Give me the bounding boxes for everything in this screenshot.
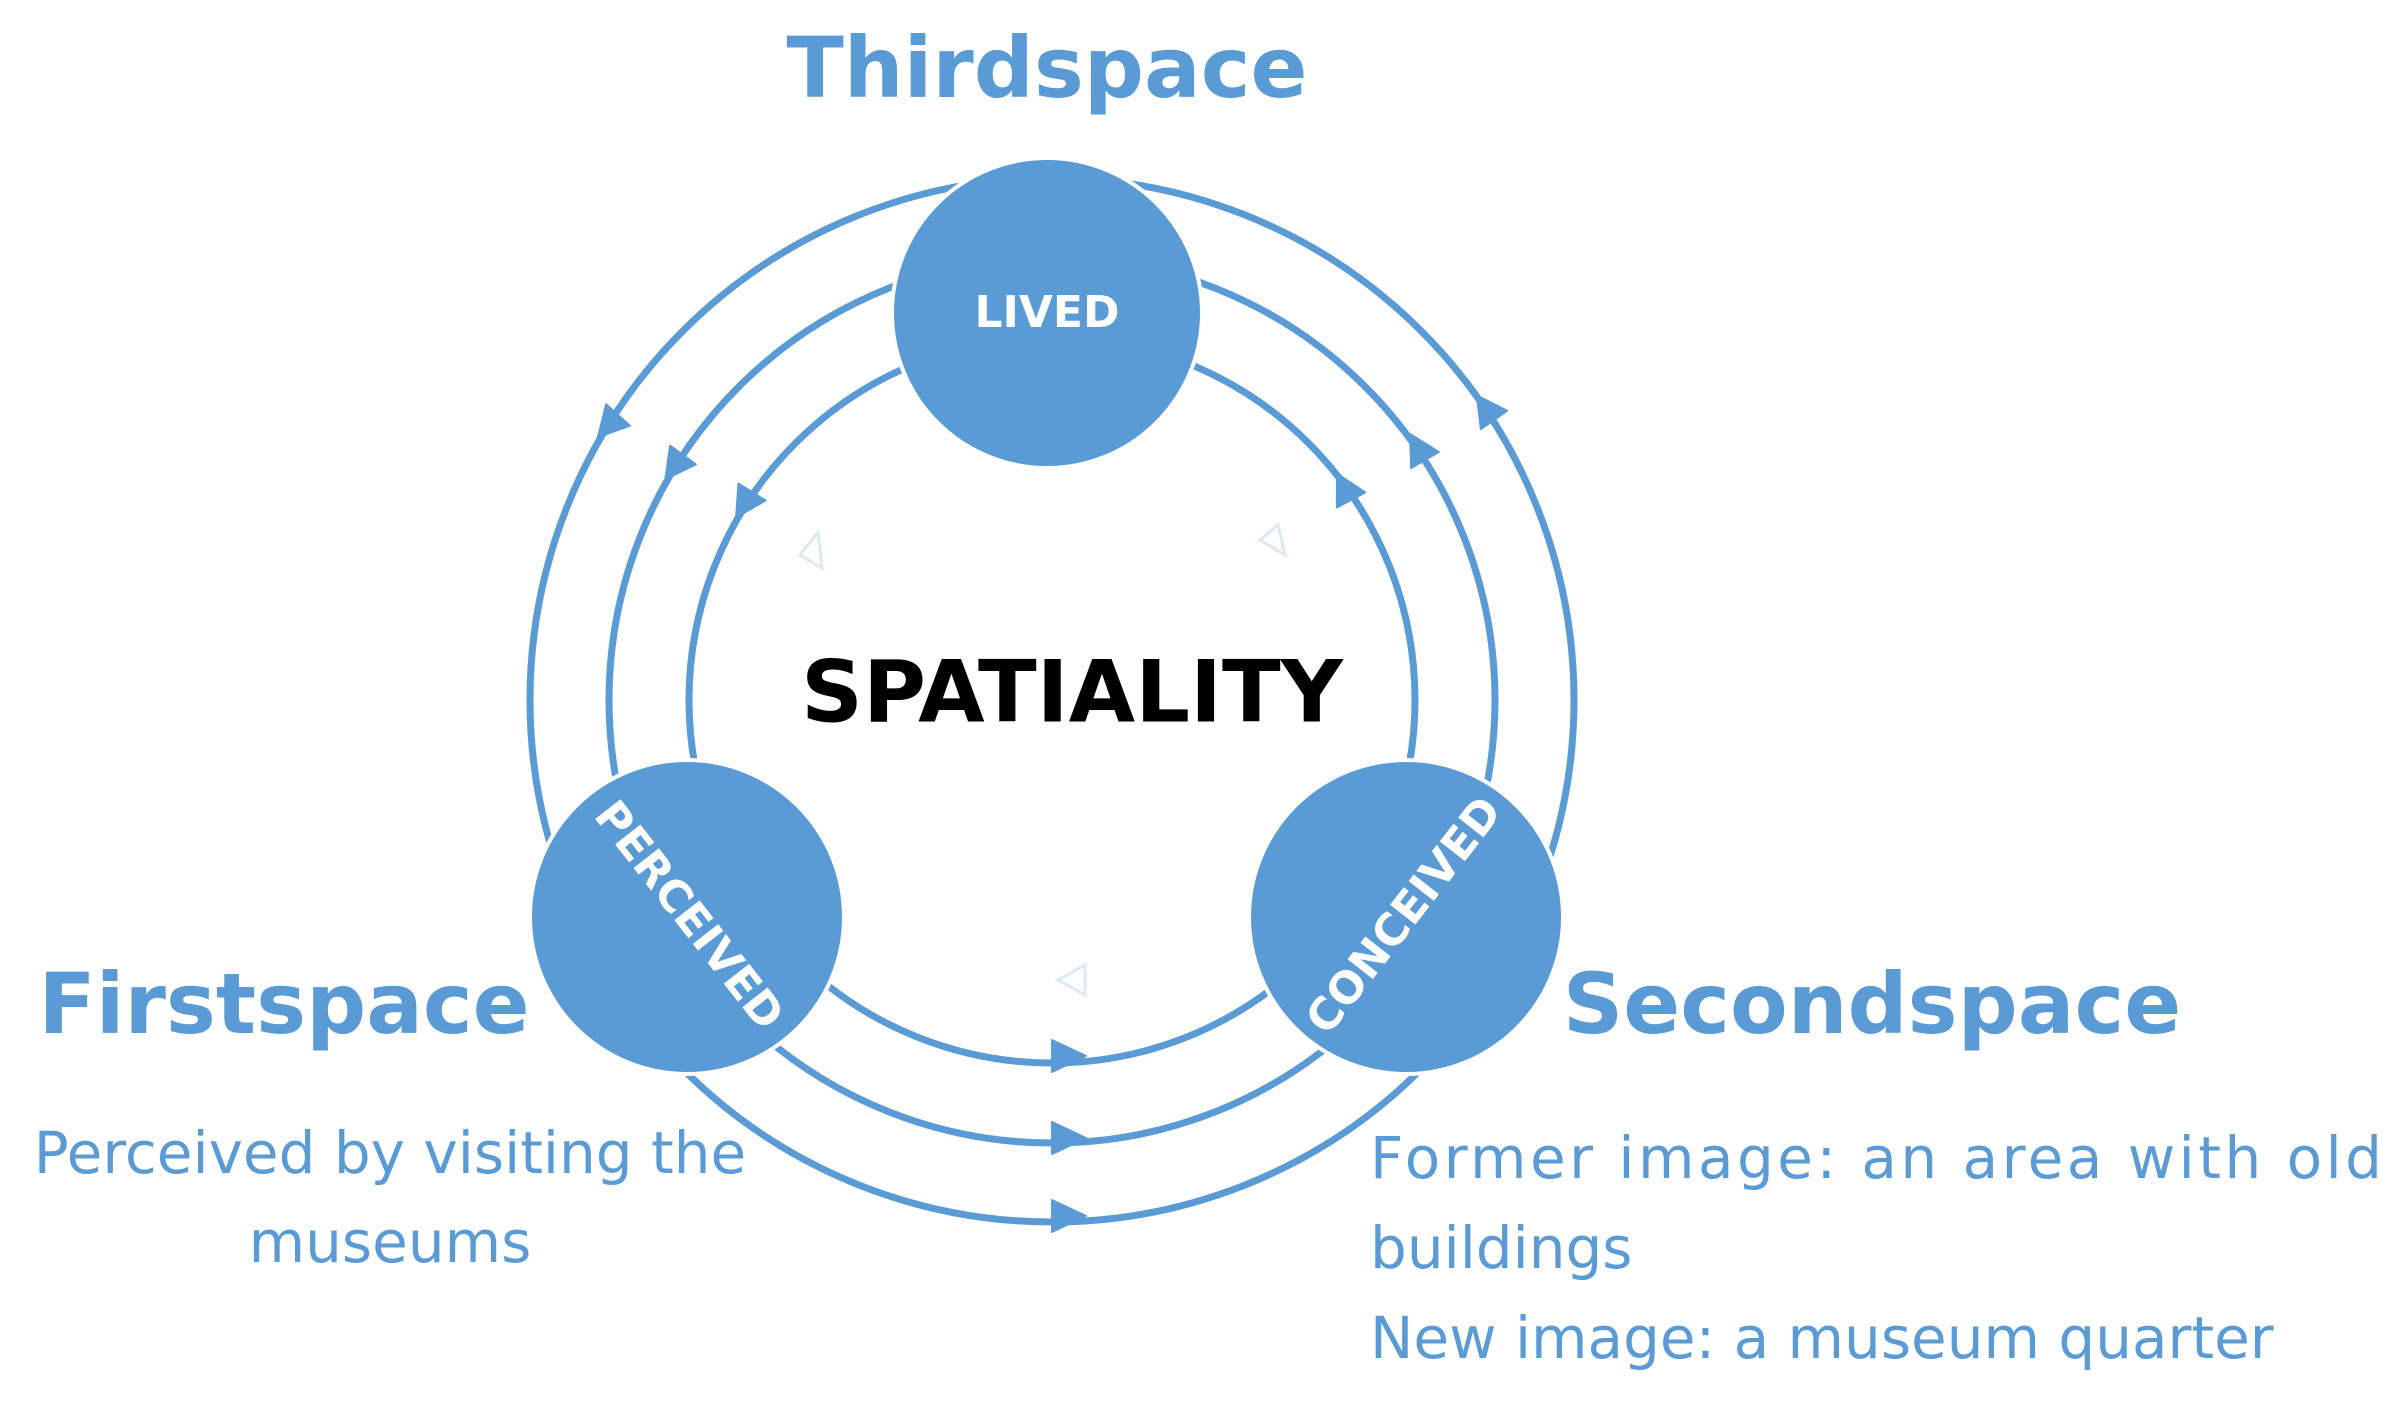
firstspace-description-line: Perceived by visiting the [34, 1119, 747, 1187]
ghost-arrow-left-icon [797, 528, 824, 571]
cycle-arrows [596, 394, 1509, 1233]
heading-secondspace: Secondspace [1563, 955, 2181, 1053]
node-lived: LIVED [890, 156, 1204, 470]
center-title: SPATIALITY [801, 642, 1345, 742]
node-lived-circle [890, 156, 1204, 470]
ghost-arrows [797, 522, 1288, 998]
secondspace-description-line: buildings [1370, 1214, 1633, 1282]
heading-thirdspace: Thirdspace [786, 19, 1307, 117]
node-lived-label: LIVED [974, 287, 1119, 338]
heading-firstspace: Firstspace [38, 955, 529, 1053]
node-perceived-circle [528, 758, 846, 1076]
ghost-arrow-right-icon [1257, 522, 1288, 559]
node-conceived: CONCEIVED [1247, 758, 1565, 1076]
secondspace-description-line: New image: a museum quarter [1370, 1304, 2274, 1372]
firstspace-description-line: museums [249, 1208, 532, 1276]
arrow-right-outer-icon [1475, 394, 1509, 431]
arrow-right-middle-icon [1409, 433, 1440, 469]
firstspace-description: Perceived by visiting the museums [34, 1119, 747, 1276]
ghost-arrow-bottom-icon [1054, 962, 1087, 998]
arrow-left-outer-icon [596, 403, 631, 439]
node-perceived: PERCEIVED [528, 758, 846, 1076]
secondspace-description: Former image: an area with old buildings… [1370, 1124, 2382, 1372]
arrow-bottom-outer-icon [1051, 1199, 1087, 1233]
node-conceived-circle [1247, 758, 1565, 1076]
arrow-left-inner-icon [735, 482, 767, 519]
arrow-left-middle-icon [664, 444, 697, 481]
arrow-bottom-inner-icon [1051, 1039, 1087, 1073]
secondspace-description-line: Former image: an area with old [1370, 1124, 2382, 1192]
arrow-bottom-middle-icon [1051, 1121, 1087, 1155]
arrow-right-inner-icon [1335, 472, 1367, 509]
